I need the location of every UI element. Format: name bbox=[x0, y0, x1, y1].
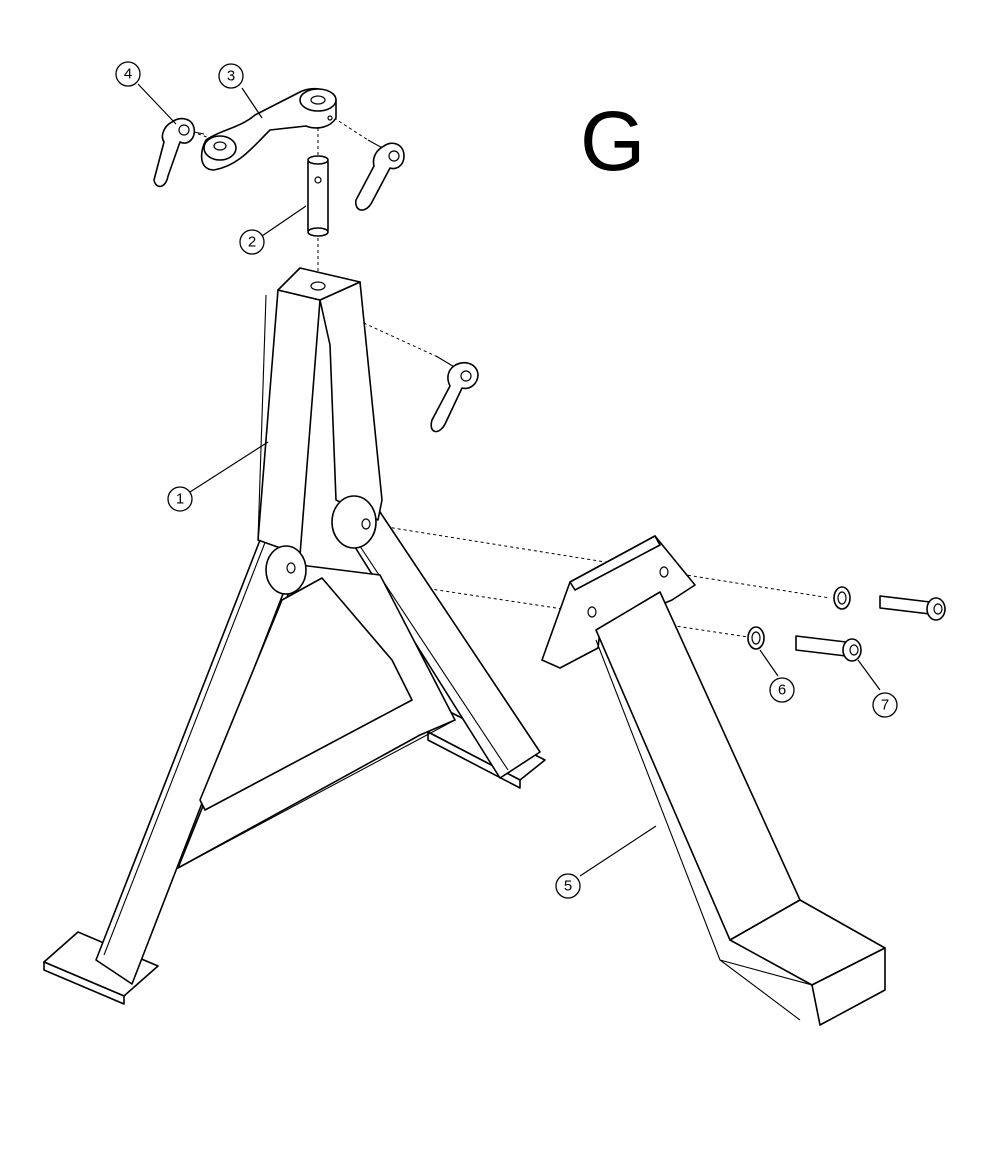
detachable-leg bbox=[541, 535, 886, 1026]
callout-2: 2 bbox=[239, 229, 265, 255]
svg-text:3: 3 bbox=[227, 68, 235, 85]
callout-3: 3 bbox=[218, 63, 244, 89]
socket-head-bolts bbox=[795, 595, 946, 662]
svg-text:6: 6 bbox=[778, 682, 786, 699]
clamp-lever-column bbox=[430, 355, 479, 433]
svg-text:1: 1 bbox=[176, 491, 184, 508]
svg-text:5: 5 bbox=[564, 878, 572, 895]
callout-1: 1 bbox=[167, 486, 193, 512]
crank-arm bbox=[200, 87, 337, 171]
lower-hinge-boss bbox=[265, 545, 307, 595]
callout-6: 6 bbox=[769, 677, 795, 703]
upper-hinge-boss bbox=[331, 495, 377, 549]
svg-text:7: 7 bbox=[881, 697, 889, 714]
washers bbox=[747, 586, 851, 650]
callout-5: 5 bbox=[555, 873, 581, 899]
callout-7: 7 bbox=[872, 692, 898, 718]
a-frame-base bbox=[43, 267, 546, 1005]
locating-pin bbox=[307, 155, 329, 237]
group-letter: G bbox=[580, 94, 645, 188]
svg-text:4: 4 bbox=[124, 66, 132, 83]
callout-4: 4 bbox=[115, 61, 141, 87]
svg-text:2: 2 bbox=[248, 234, 256, 251]
column-top-hole bbox=[310, 281, 326, 291]
callout-leaders bbox=[137, 83, 881, 877]
clamp-lever-left bbox=[153, 117, 205, 188]
clamp-lever-right bbox=[355, 139, 405, 211]
